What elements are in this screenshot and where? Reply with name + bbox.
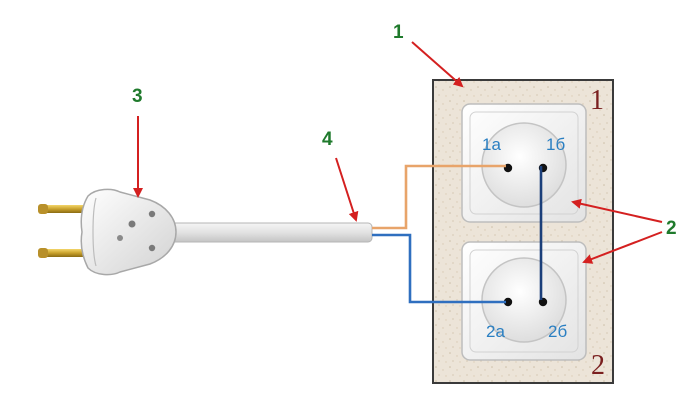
- arrow-socket-bottom: [582, 231, 663, 264]
- socket-bottom-hole-left: [503, 297, 513, 307]
- callout-enclosure: 1: [393, 22, 404, 43]
- callout-arrows: [133, 41, 663, 264]
- pin-label-1a: 1а: [482, 135, 501, 154]
- callout-sockets: 2: [666, 218, 677, 239]
- arrow-socket-top: [571, 198, 663, 223]
- socket-bottom: [461, 241, 587, 361]
- box-label-top: 1: [590, 85, 604, 116]
- callout-cable: 4: [322, 129, 333, 150]
- pin-label-1b: 1б: [546, 135, 565, 154]
- pin-label-2a: 2а: [486, 322, 505, 341]
- box-label-bottom: 2: [591, 350, 605, 381]
- socket-top: [461, 103, 587, 223]
- callout-plug: 3: [132, 86, 143, 107]
- arrow-cable: [335, 157, 359, 222]
- wire-brown: [372, 164, 506, 230]
- cable: [169, 222, 373, 243]
- plug-pin-bottom: [44, 249, 90, 257]
- arrow-enclosure: [411, 41, 464, 88]
- plug: [38, 188, 177, 276]
- pin-label-2b: 2б: [548, 322, 567, 341]
- wire-blue: [372, 233, 506, 304]
- plug-pin-top: [44, 205, 90, 213]
